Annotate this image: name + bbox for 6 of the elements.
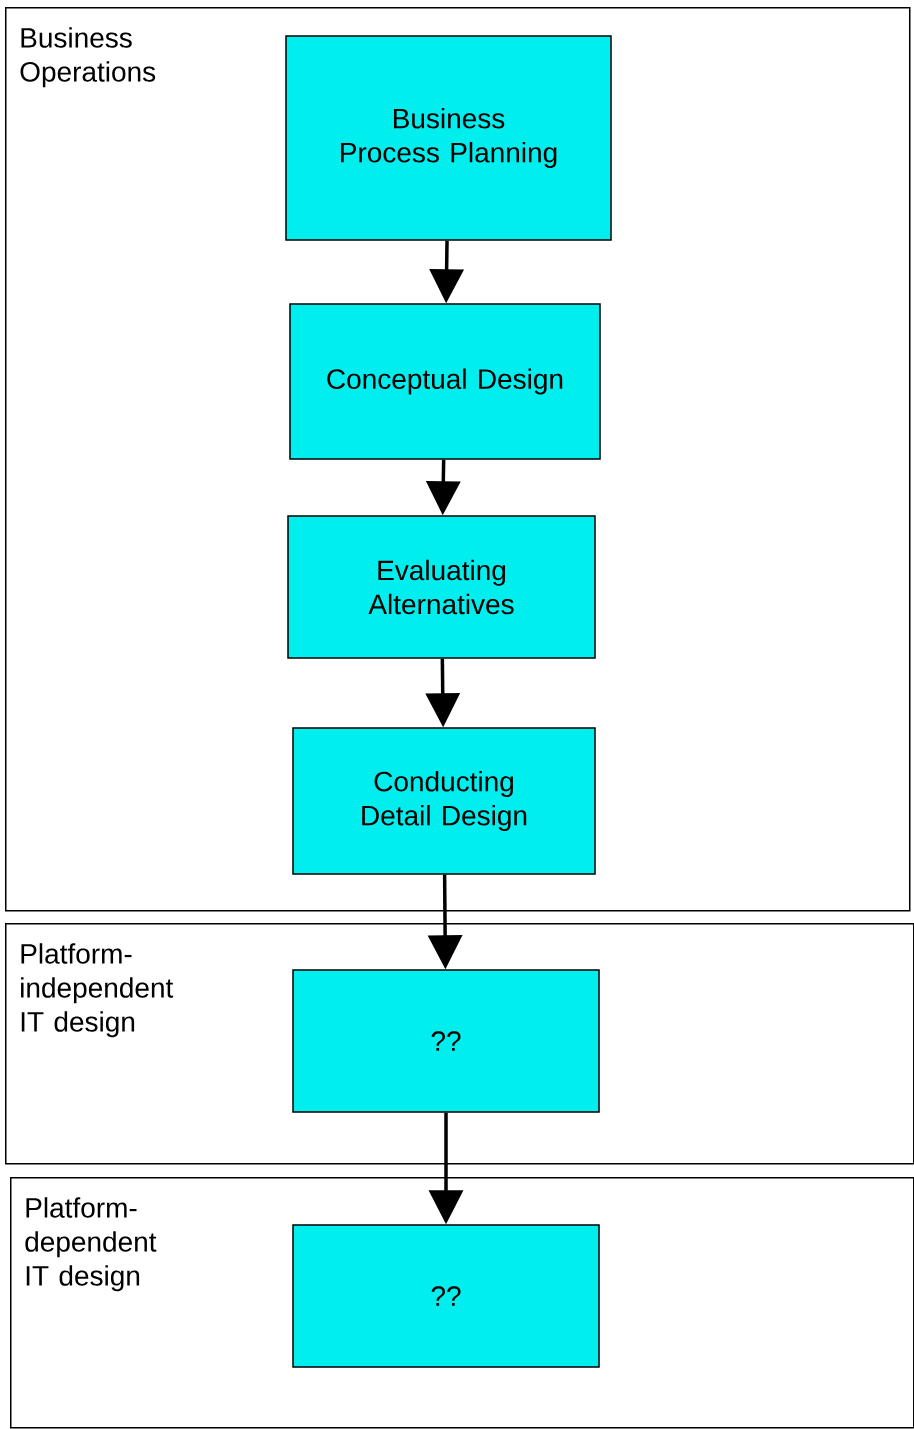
process-box: ??	[292, 1224, 600, 1368]
process-box: Business Process Planning	[285, 35, 612, 241]
process-box: Conceptual Design	[289, 303, 601, 460]
process-box: Conducting Detail Design	[292, 727, 596, 875]
process-box: ??	[292, 969, 600, 1113]
process-box: Evaluating Alternatives	[287, 515, 596, 659]
